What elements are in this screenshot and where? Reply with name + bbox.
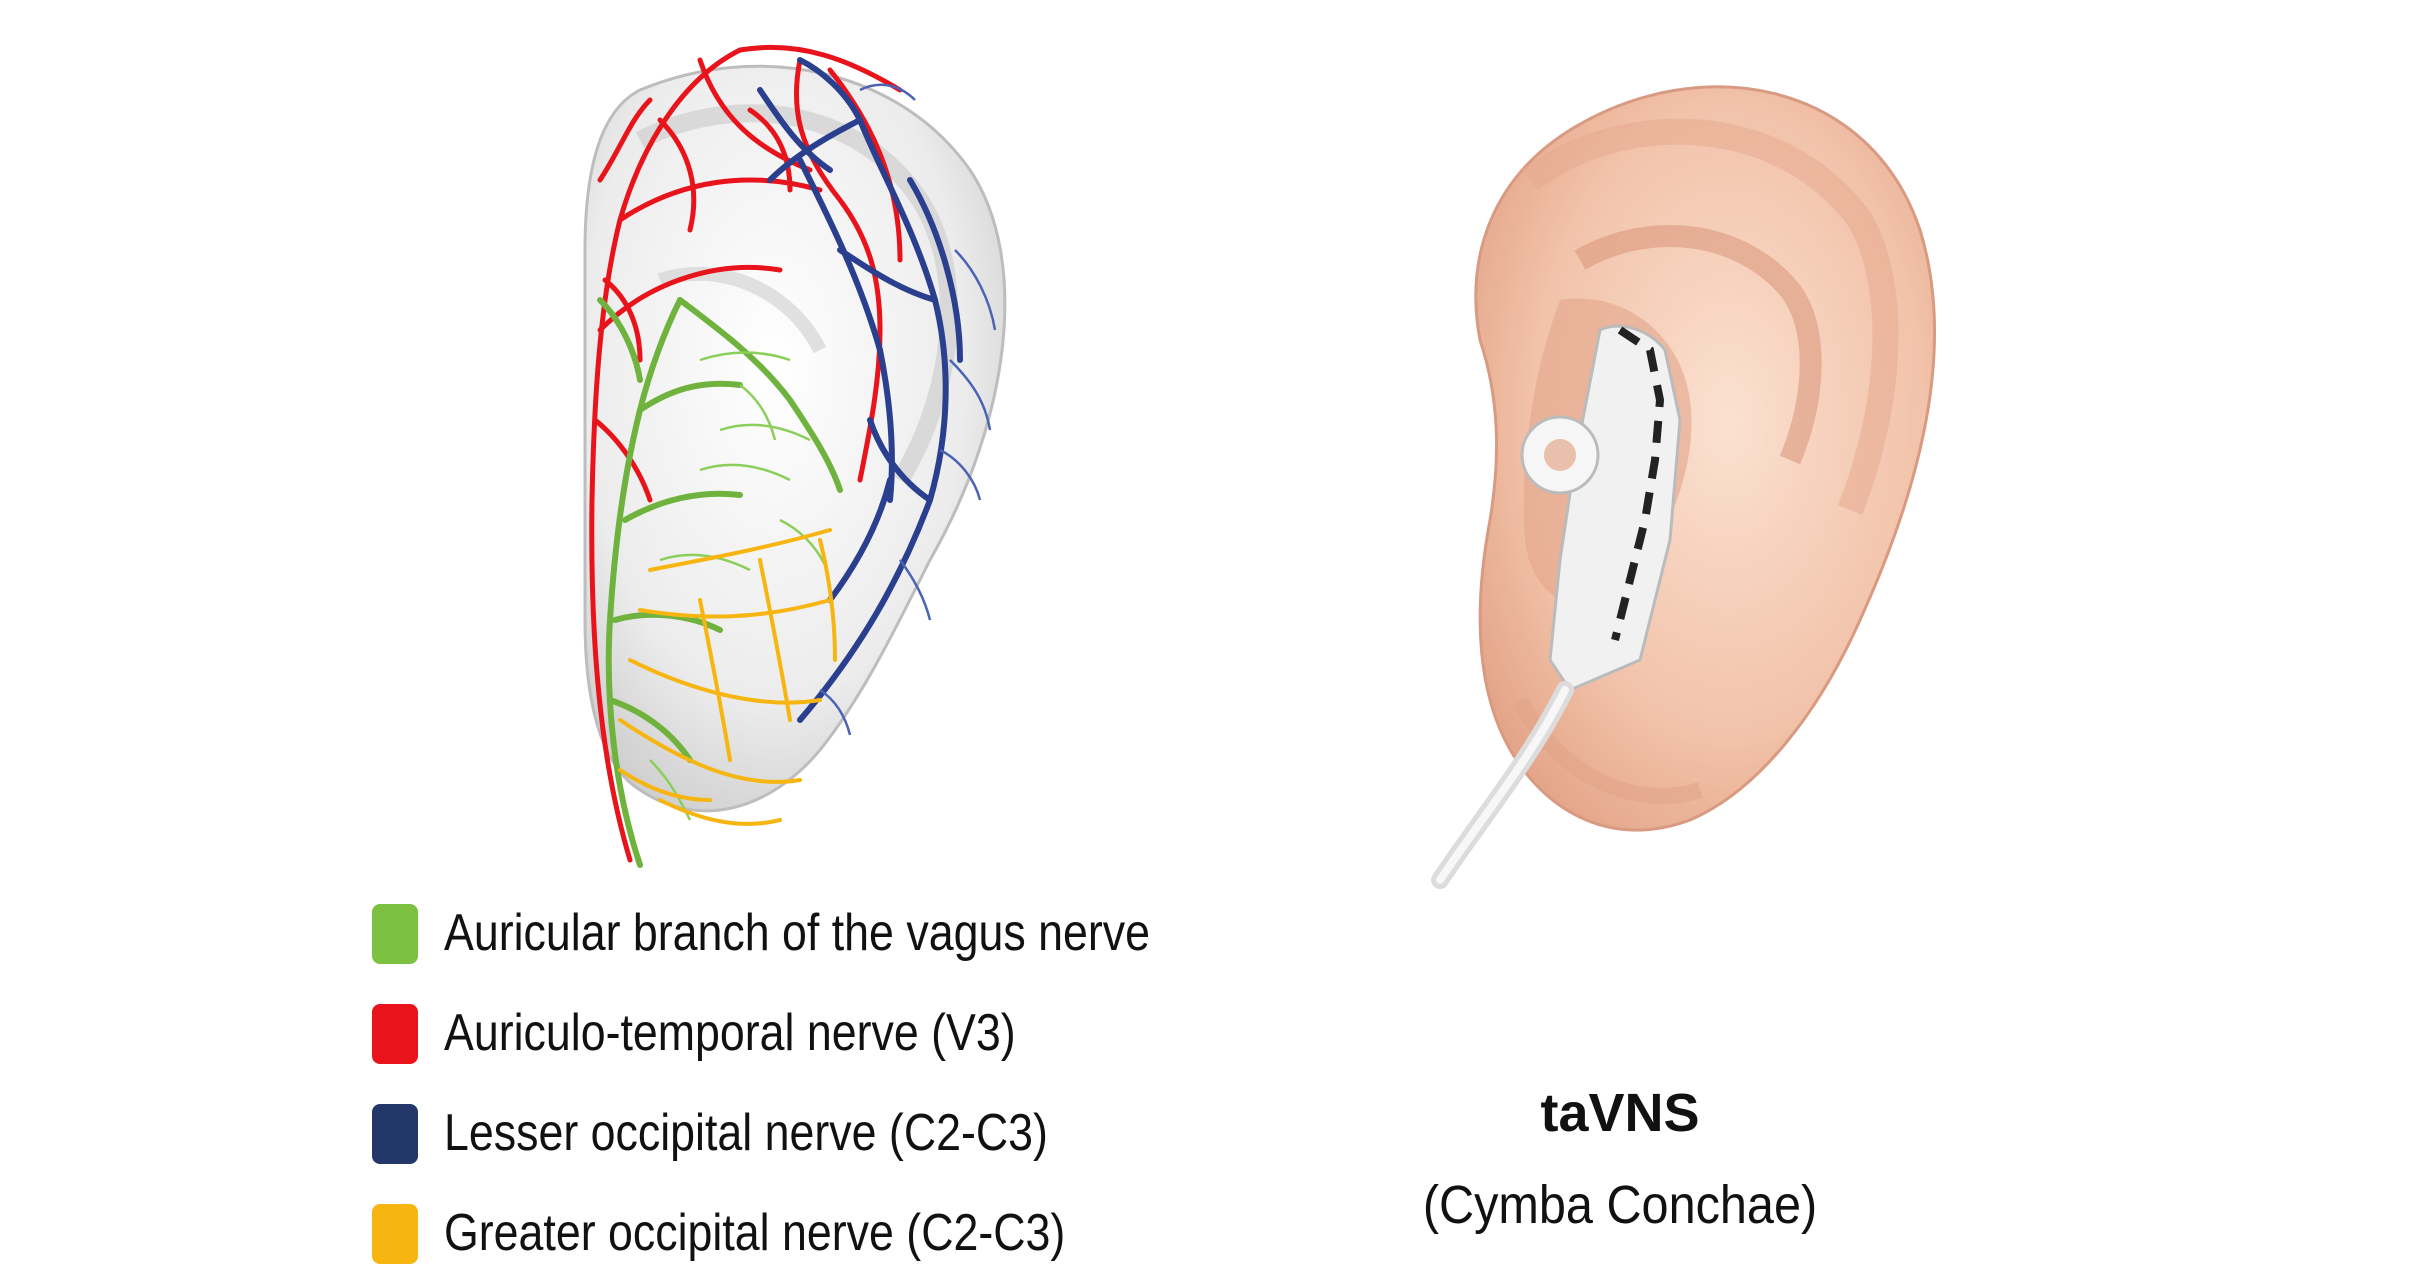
legend-item-lesser-occipital: Lesser occipital nerve (C2-C3)	[372, 1100, 1372, 1170]
legend-swatch	[372, 904, 418, 964]
legend-item-greater-occipital: Greater occipital nerve (C2-C3)	[372, 1200, 1372, 1270]
legend-swatch	[372, 1104, 418, 1164]
lesser-occipital-fine-branches	[819, 83, 997, 736]
greater-occipital-nerves	[618, 528, 837, 826]
legend-swatch	[372, 1204, 418, 1264]
vagus-fine-branches	[649, 351, 827, 821]
legend-label: Auricular branch of the vagus nerve	[444, 904, 1150, 962]
lesser-occipital-nerves	[757, 57, 963, 723]
legend-label: Greater occipital nerve (C2-C3)	[444, 1204, 1066, 1262]
ear-antihelix-fold	[657, 266, 827, 354]
tavns-subtitle: (Cymba Conchae)	[1422, 1175, 1818, 1235]
electrode-body	[1548, 324, 1682, 692]
legend-swatch	[372, 1004, 418, 1064]
legend-label: Lesser occipital nerve (C2-C3)	[444, 1104, 1048, 1162]
legend-item-auriculo-temporal: Auriculo-temporal nerve (V3)	[372, 1000, 1372, 1070]
nerve-map-ear	[583, 44, 1007, 868]
tavns-ear	[1431, 85, 1936, 889]
electrode-dashes	[1611, 326, 1665, 641]
tavns-electrode-device	[1431, 324, 1682, 889]
tavns-title: taVNS	[1540, 1083, 1700, 1143]
legend-item-vagus: Auricular branch of the vagus nerve	[372, 900, 1372, 970]
legend-label: Auriculo-temporal nerve (V3)	[444, 1004, 1016, 1062]
helix-rim	[1522, 118, 1899, 515]
antihelix	[1574, 225, 1822, 465]
